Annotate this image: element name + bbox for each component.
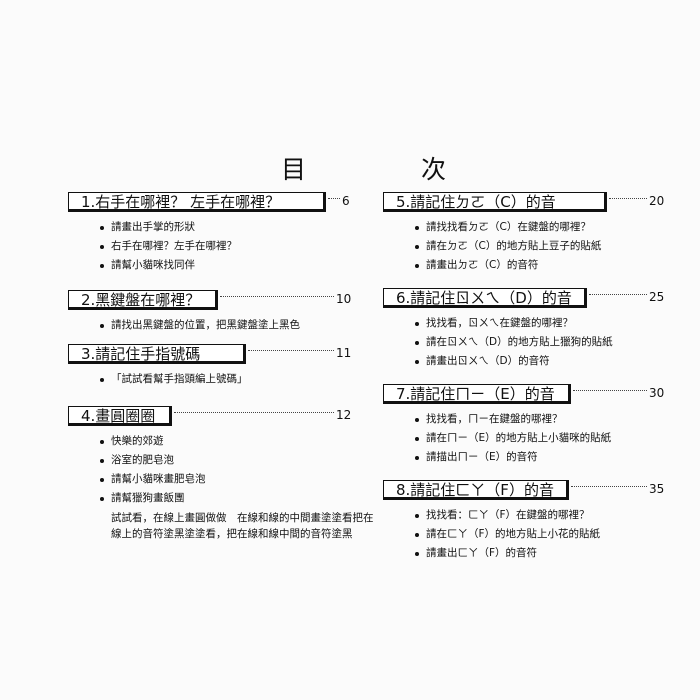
- list-item: 請畫出ㄈㄚ（F）的音符: [415, 544, 663, 563]
- bullet-icon: [415, 437, 419, 441]
- dot-leader: [571, 486, 647, 487]
- list-item: 請描出ㄇㄧ（E）的音符: [415, 448, 663, 467]
- bullet-icon: [100, 497, 104, 501]
- toc-right-column: 5.請記住ㄉㄛ（C）的音 20 請找找看ㄉㄛ（C）在鍵盤的哪裡？ 請在ㄉㄛ（C）…: [383, 192, 665, 563]
- page-number: 30: [649, 386, 665, 400]
- page-number: 6: [342, 194, 350, 208]
- bullet-icon: [415, 360, 419, 364]
- list-item: 請畫出ㄉㄛ（C）的音符: [415, 256, 663, 275]
- section-heading-box: 3.請記住手指號碼: [68, 344, 246, 364]
- list-item: 找找看：ㄈㄚ（F）在鍵盤的哪裡？: [415, 506, 663, 525]
- toc-section-7[interactable]: 7.請記住ㄇㄧ（E）的音 30 找找看，ㄇㄧ在鍵盤的哪裡？ 請在ㄇㄧ（E）的地方…: [383, 384, 665, 480]
- section-heading-box: 4.畫圓圈圈: [68, 406, 172, 426]
- bullet-icon: [100, 324, 104, 328]
- section-heading-box: 6.請記住ㄖㄨㄟ（D）的音: [383, 288, 587, 308]
- bullet-icon: [100, 440, 104, 444]
- list-item: 快樂的郊遊: [100, 432, 348, 451]
- toc-section-6[interactable]: 6.請記住ㄖㄨㄟ（D）的音 25 找找看，ㄖㄨㄟ在鍵盤的哪裡？ 請在ㄖㄨㄟ（D）…: [383, 288, 665, 384]
- section-heading: 1.右手在哪裡？ 左手在哪裡？: [81, 192, 281, 211]
- section-items: 「試試看幫手指頭編上號碼」: [68, 370, 348, 389]
- dot-leader: [220, 296, 334, 297]
- bullet-icon: [100, 264, 104, 268]
- list-item: 請畫出手掌的形狀: [100, 218, 348, 237]
- dot-leader: [573, 390, 647, 391]
- bullet-icon: [415, 322, 419, 326]
- page-number: 12: [336, 408, 352, 422]
- section-heading: 8.請記住ㄈㄚ（F）的音: [396, 480, 554, 499]
- dot-leader: [609, 198, 647, 199]
- bullet-icon: [415, 456, 419, 460]
- section-heading: 6.請記住ㄖㄨㄟ（D）的音: [396, 288, 572, 307]
- dot-leader: [589, 294, 647, 295]
- section-items: 請找找看ㄉㄛ（C）在鍵盤的哪裡？ 請在ㄉㄛ（C）的地方貼上豆子的貼紙 請畫出ㄉㄛ…: [383, 218, 663, 275]
- section-items: 找找看：ㄈㄚ（F）在鍵盤的哪裡？ 請在ㄈㄚ（F）的地方貼上小花的貼紙 請畫出ㄈㄚ…: [383, 506, 663, 563]
- section-paragraph: 試試看，在線上畫圓做做 在線和線的中間畫塗塗看把在線上的音符塗黑塗塗看，把在線和…: [111, 512, 374, 540]
- section-items: 找找看，ㄖㄨㄟ在鍵盤的哪裡？ 請在ㄖㄨㄟ（D）的地方貼上獵狗的貼紙 請畫出ㄖㄨㄟ…: [383, 314, 663, 371]
- section-heading: 7.請記住ㄇㄧ（E）的音: [396, 384, 555, 403]
- section-heading-box: 5.請記住ㄉㄛ（C）的音: [383, 192, 607, 212]
- list-item: 請在ㄉㄛ（C）的地方貼上豆子的貼紙: [415, 237, 663, 256]
- bullet-icon: [100, 245, 104, 249]
- bullet-icon: [100, 226, 104, 230]
- section-heading: 2.黑鍵盤在哪裡？: [81, 290, 201, 309]
- bullet-icon: [415, 552, 419, 556]
- list-item: 請幫獵狗畫飯團: [100, 489, 348, 508]
- page-number: 35: [649, 482, 665, 496]
- list-item: 「試試看幫手指頭編上號碼」: [100, 370, 348, 389]
- section-items: 找找看，ㄇㄧ在鍵盤的哪裡？ 請在ㄇㄧ（E）的地方貼上小貓咪的貼紙 請描出ㄇㄧ（E…: [383, 410, 663, 467]
- list-item: 找找看，ㄇㄧ在鍵盤的哪裡？: [415, 410, 663, 429]
- bullet-icon: [415, 245, 419, 249]
- bullet-icon: [100, 378, 104, 382]
- section-items: 快樂的郊遊 浴室的肥皂泡 請幫小貓咪畫肥皂泡 請幫獵狗畫飯團: [68, 432, 348, 508]
- dot-leader: [328, 198, 340, 199]
- bullet-icon: [415, 533, 419, 537]
- page-number: 25: [649, 290, 665, 304]
- toc-section-2[interactable]: 2.黑鍵盤在哪裡？ 10 請找出黑鍵盤的位置，把黑鍵盤塗上黑色: [68, 290, 352, 344]
- toc-title-char-1: 目: [281, 155, 309, 184]
- list-item: 請在ㄇㄧ（E）的地方貼上小貓咪的貼紙: [415, 429, 663, 448]
- section-heading-box: 1.右手在哪裡？ 左手在哪裡？: [68, 192, 326, 212]
- page-number: 10: [336, 292, 352, 306]
- toc-section-5[interactable]: 5.請記住ㄉㄛ（C）的音 20 請找找看ㄉㄛ（C）在鍵盤的哪裡？ 請在ㄉㄛ（C）…: [383, 192, 665, 288]
- bullet-icon: [415, 264, 419, 268]
- list-item: 請幫小貓咪畫肥皂泡: [100, 470, 348, 489]
- bullet-icon: [100, 478, 104, 482]
- list-item: 請幫小貓咪找同伴: [100, 256, 348, 275]
- toc-section-1[interactable]: 1.右手在哪裡？ 左手在哪裡？ 6 請畫出手掌的形狀 右手在哪裡？左手在哪裡？ …: [68, 192, 350, 290]
- list-item: 浴室的肥皂泡: [100, 451, 348, 470]
- bullet-icon: [415, 514, 419, 518]
- page-number: 11: [336, 346, 352, 360]
- section-heading: 3.請記住手指號碼: [81, 344, 201, 363]
- section-heading-box: 2.黑鍵盤在哪裡？: [68, 290, 218, 310]
- toc-title-char-2: 次: [421, 155, 449, 184]
- section-items: 請畫出手掌的形狀 右手在哪裡？左手在哪裡？ 請幫小貓咪找同伴: [68, 218, 348, 275]
- list-item: 找找看，ㄖㄨㄟ在鍵盤的哪裡？: [415, 314, 663, 333]
- toc-section-4[interactable]: 4.畫圓圈圈 12 快樂的郊遊 浴室的肥皂泡 請幫小貓咪畫肥皂泡 請幫獵狗畫飯團…: [68, 406, 374, 542]
- bullet-icon: [100, 459, 104, 463]
- list-item: 請在ㄖㄨㄟ（D）的地方貼上獵狗的貼紙: [415, 333, 663, 352]
- page-number: 20: [649, 194, 665, 208]
- section-heading: 4.畫圓圈圈: [81, 406, 156, 425]
- dot-leader: [174, 412, 334, 413]
- list-item: 請畫出ㄖㄨㄟ（D）的音符: [415, 352, 663, 371]
- toc-left-column: 1.右手在哪裡？ 左手在哪裡？ 6 請畫出手掌的形狀 右手在哪裡？左手在哪裡？ …: [68, 192, 374, 542]
- bullet-icon: [415, 418, 419, 422]
- bullet-icon: [415, 341, 419, 345]
- list-item: 請找出黑鍵盤的位置，把黑鍵盤塗上黑色: [100, 316, 348, 335]
- section-items: 請找出黑鍵盤的位置，把黑鍵盤塗上黑色: [68, 316, 348, 335]
- toc-section-8[interactable]: 8.請記住ㄈㄚ（F）的音 35 找找看：ㄈㄚ（F）在鍵盤的哪裡？ 請在ㄈㄚ（F）…: [383, 480, 665, 563]
- bullet-icon: [415, 226, 419, 230]
- list-item: 請在ㄈㄚ（F）的地方貼上小花的貼紙: [415, 525, 663, 544]
- list-item: 右手在哪裡？左手在哪裡？: [100, 237, 348, 256]
- section-heading-box: 8.請記住ㄈㄚ（F）的音: [383, 480, 569, 500]
- list-item: 請找找看ㄉㄛ（C）在鍵盤的哪裡？: [415, 218, 663, 237]
- toc-section-3[interactable]: 3.請記住手指號碼 11 「試試看幫手指頭編上號碼」: [68, 344, 352, 406]
- section-heading-box: 7.請記住ㄇㄧ（E）的音: [383, 384, 571, 404]
- dot-leader: [248, 350, 334, 351]
- section-heading: 5.請記住ㄉㄛ（C）的音: [396, 192, 556, 211]
